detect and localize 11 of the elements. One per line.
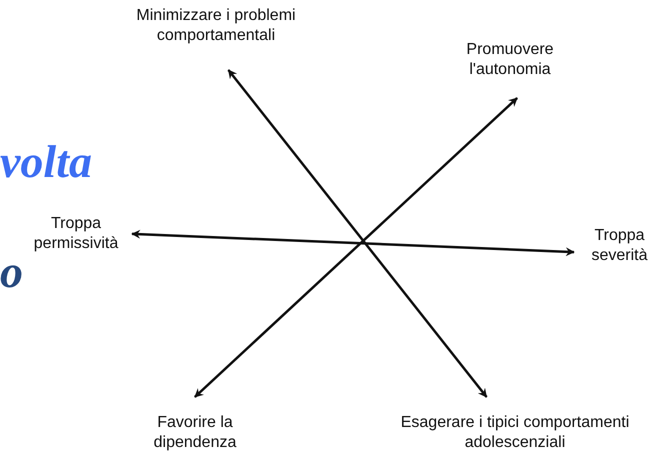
double-arrow	[194, 97, 518, 398]
node-label: Minimizzare i problemi comportamentali	[118, 6, 314, 70]
heading-fragment: o	[0, 245, 23, 298]
node-label: Troppa permissività	[20, 210, 132, 258]
node-label: Troppa severità	[574, 222, 665, 270]
node-label: Esagerare i tipici comportamenti adolescenziali	[370, 397, 660, 455]
node-label: Favorire la dipendenza	[120, 397, 270, 455]
node-label: Promuovere l'autonomia	[440, 40, 580, 98]
heading-fragment: volta	[0, 135, 92, 188]
double-arrow	[131, 230, 575, 256]
double-arrow	[227, 69, 488, 398]
